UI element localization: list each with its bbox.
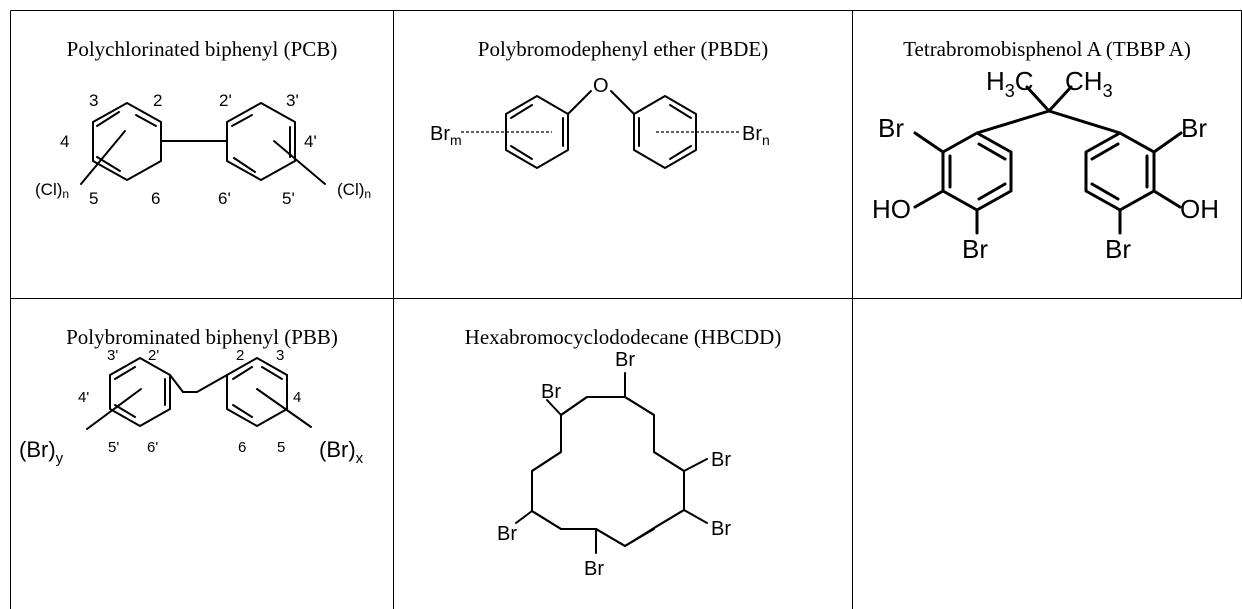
hbcdd-br-right-lower: Br — [711, 518, 731, 540]
pcb-cl-right: (Cl)n — [337, 180, 371, 201]
cell-tbbpa: Tetrabromobisphenol A (TBBP A) — [853, 11, 1241, 298]
tbbpa-br-bottom-left: Br — [962, 234, 988, 264]
pcb-label-5p: 5' — [282, 189, 295, 208]
pcb-cl-left: (Cl)n — [35, 180, 69, 201]
cell-pcb: Polychlorinated biphenyl (PCB) 3 2 2' 3'… — [11, 11, 393, 298]
pcb-label-2: 2 — [153, 91, 162, 110]
hbcdd-title: Hexabromocyclododecane (HBCDD) — [464, 325, 782, 349]
pbb-label-3p: 3' — [107, 347, 118, 364]
pbb-label-2: 2 — [236, 347, 244, 364]
pbb-br-y: (Br)y — [19, 437, 64, 467]
pbde-oxygen: O — [593, 75, 609, 97]
cell-hbcdd: Hexabromocyclododecane (HBCDD) Br Br Br … — [394, 299, 852, 609]
tbbpa-br-bottom-right: Br — [1105, 234, 1131, 264]
pcb-label-6: 6 — [151, 189, 160, 208]
pcb-label-4p: 4' — [304, 132, 317, 151]
hbcdd-structure: Br Br Br Br Br Br — [497, 349, 731, 580]
pbb-title: Polybrominated biphenyl (PBB) — [66, 325, 338, 349]
pbb-label-5p: 5' — [108, 439, 119, 456]
pcb-label-3p: 3' — [286, 91, 299, 110]
pbde-br-left: Brm — [430, 123, 462, 148]
tbbpa-methyl-left: H3C — [986, 66, 1034, 101]
hbcdd-br-bottom-left: Br — [497, 523, 517, 545]
tbbpa-br-top-left: Br — [878, 113, 904, 143]
pcb-label-5: 5 — [89, 189, 98, 208]
pbb-label-2p: 2' — [148, 347, 159, 364]
tbbpa-structure: H3C CH3 Br Br HO OH Br Br — [872, 66, 1219, 264]
pbb-br-x: (Br)x — [319, 437, 364, 467]
tbbpa-title: Tetrabromobisphenol A (TBBP A) — [903, 37, 1191, 61]
pbb-label-4p: 4' — [78, 389, 89, 406]
pbb-structure: 3' 2' 2 3 4' 4 (Br)y (Br)x 5' 6' 6 5 — [19, 347, 364, 467]
pbde-br-right: Brn — [742, 123, 770, 148]
cell-pbb: Polybrominated biphenyl (PBB) 3' 2' 2 3 — [11, 299, 393, 609]
hbcdd-br-top: Br — [615, 349, 635, 371]
tbbpa-br-top-right: Br — [1181, 113, 1207, 143]
tbbpa-hydroxyl-left: HO — [872, 194, 911, 224]
pcb-label-4: 4 — [60, 132, 69, 151]
pcb-structure: 3 2 2' 3' 4 4' (Cl)n (Cl)n 5 6 6' 5' — [35, 91, 371, 208]
hbcdd-br-right-upper: Br — [711, 449, 731, 471]
pbb-label-5: 5 — [277, 439, 285, 456]
hbcdd-br-upper-left: Br — [541, 381, 561, 403]
pbde-structure: O Brm Brn — [430, 75, 770, 169]
pbb-label-6: 6 — [238, 439, 246, 456]
cell-empty — [853, 299, 1241, 609]
pcb-label-6p: 6' — [218, 189, 231, 208]
pbb-label-4: 4 — [293, 389, 301, 406]
pbde-title: Polybromodephenyl ether (PBDE) — [477, 37, 769, 61]
tbbpa-methyl-right: CH3 — [1065, 66, 1113, 101]
hbcdd-br-bottom: Br — [584, 558, 604, 580]
pbb-label-6p: 6' — [147, 439, 158, 456]
pbb-label-3: 3 — [276, 347, 284, 364]
pcb-label-2p: 2' — [219, 91, 232, 110]
tbbpa-hydroxyl-right: OH — [1180, 194, 1219, 224]
pcb-label-3: 3 — [89, 91, 98, 110]
cell-pbde: Polybromodephenyl ether (PBDE) O Brm Brn — [394, 11, 852, 298]
pcb-title: Polychlorinated biphenyl (PCB) — [66, 37, 338, 61]
